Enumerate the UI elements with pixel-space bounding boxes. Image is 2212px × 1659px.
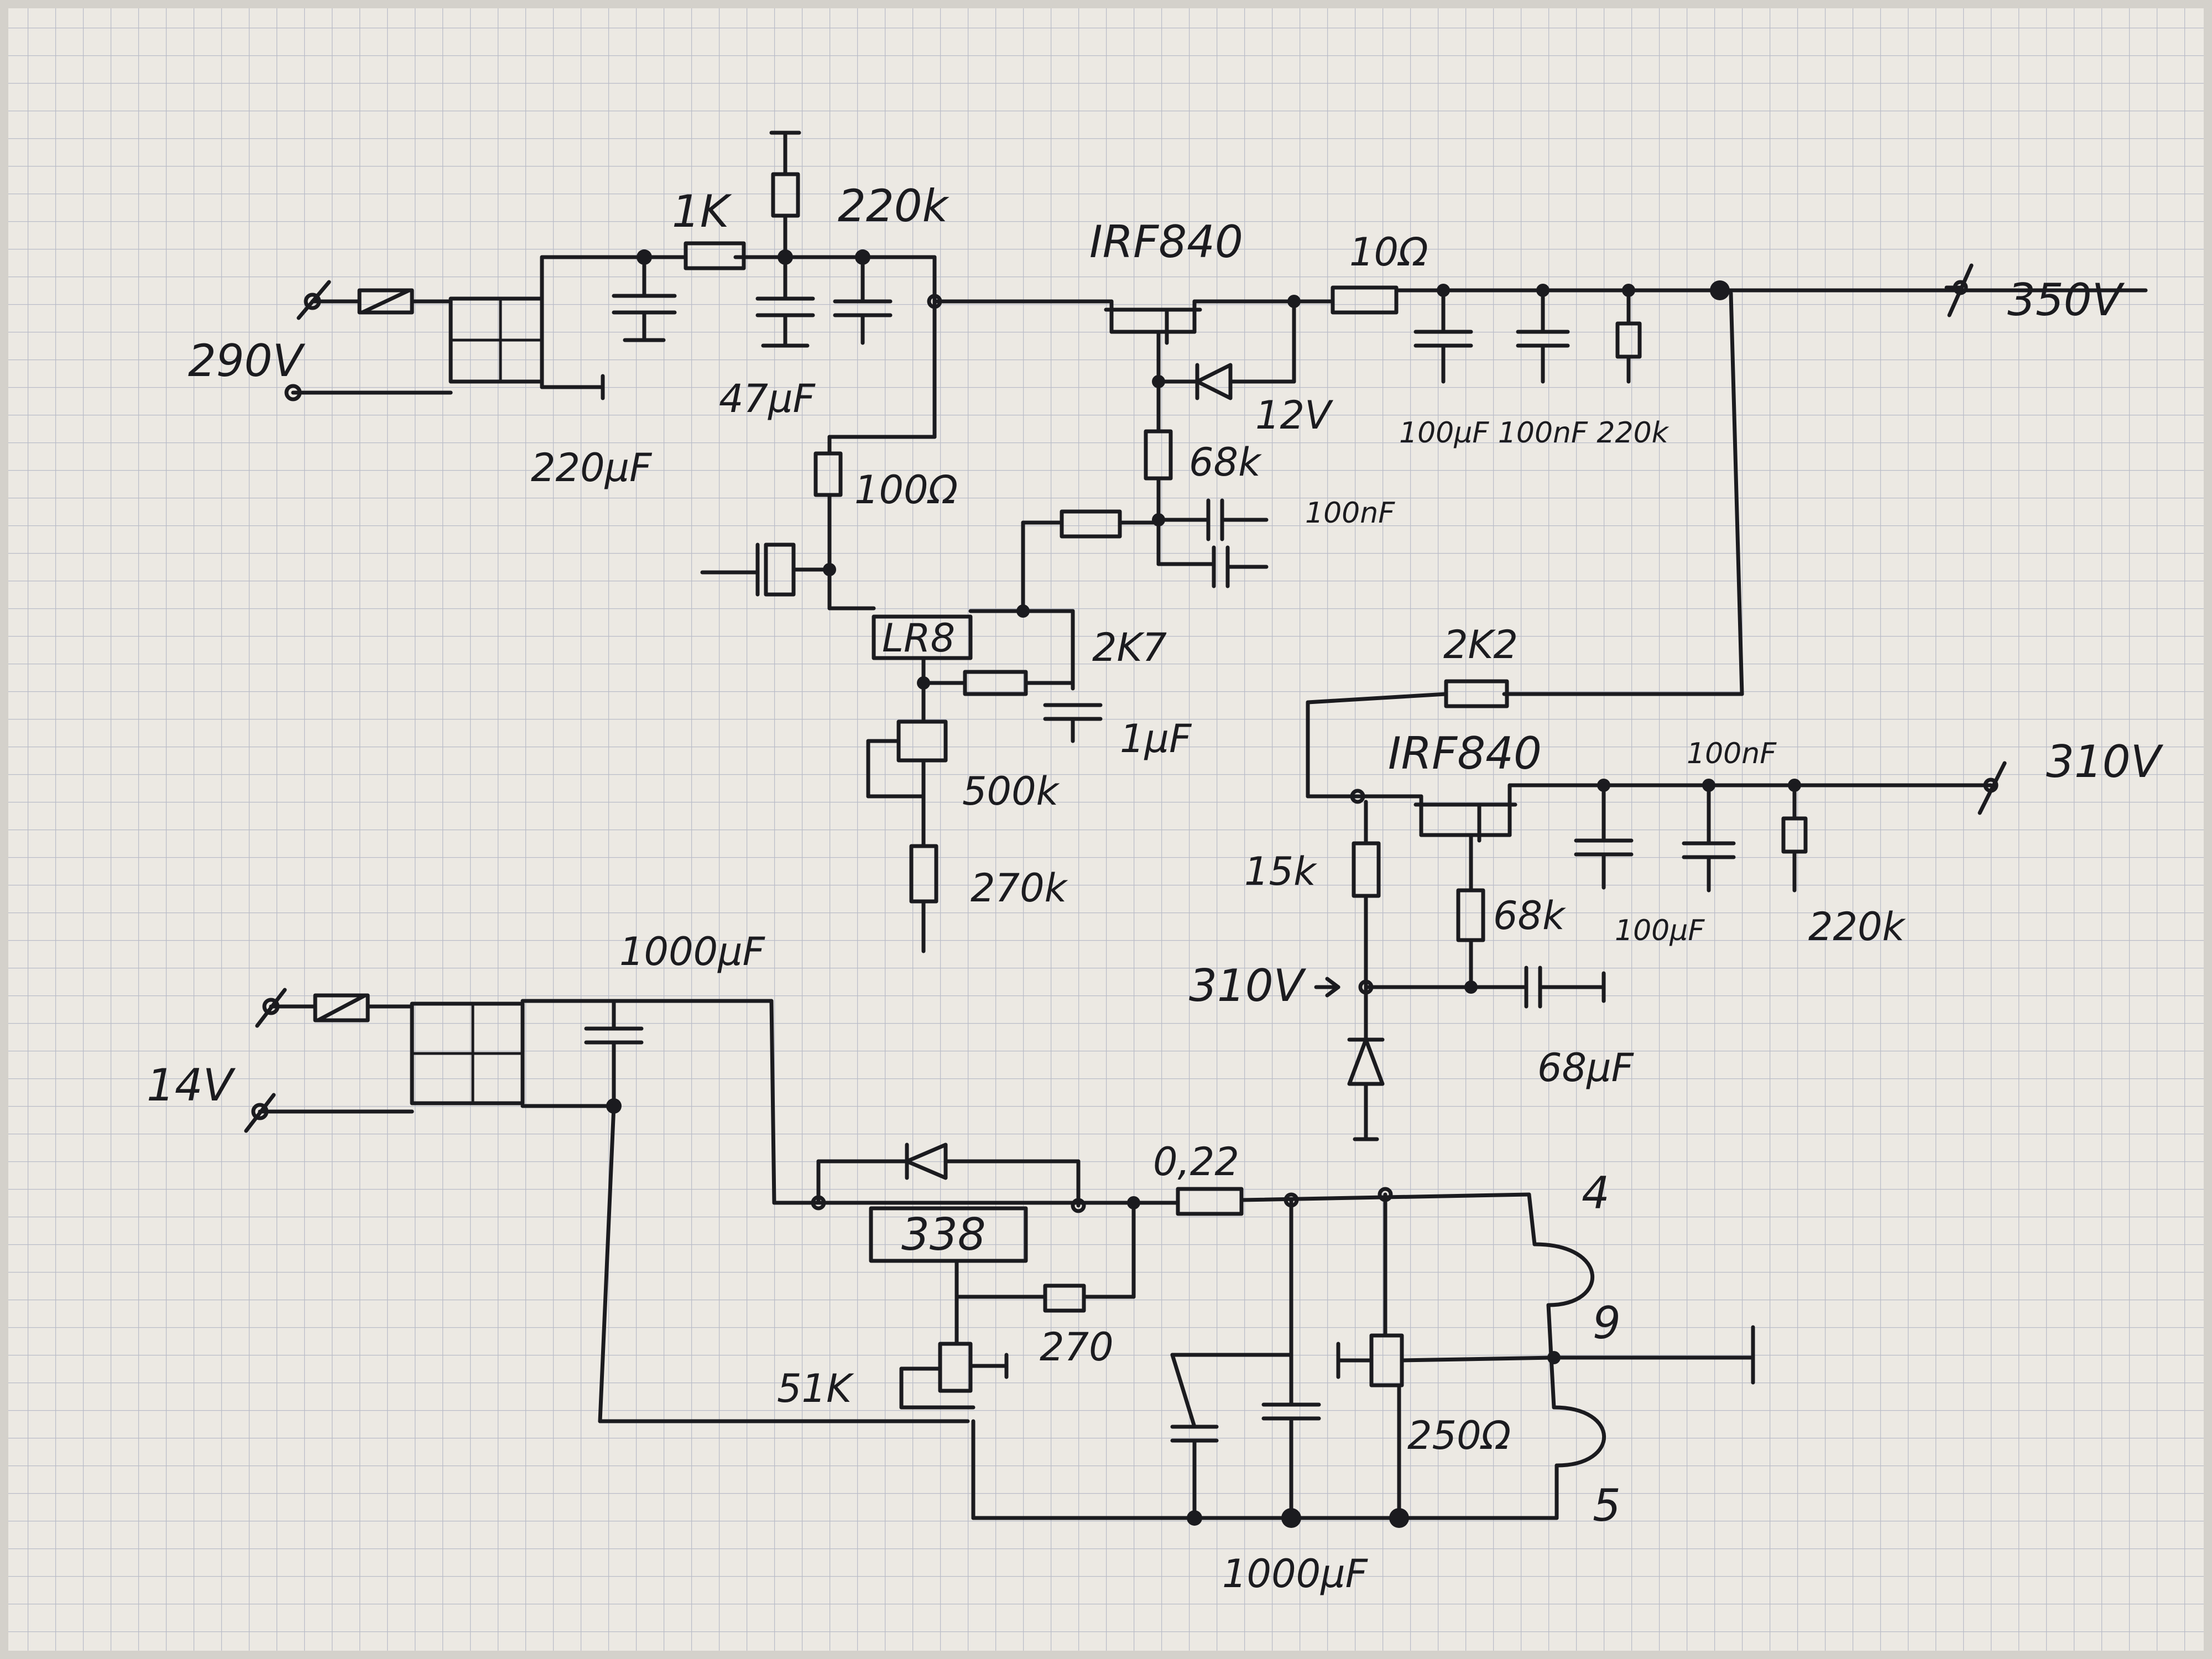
label-r-68k-bot: 68k [1493,893,1566,938]
component-labels: 1K 220k IRF840 10Ω 350V 290V 47µF 12V 22… [147,180,2164,1597]
label-v-310-arrow: 310V [1189,960,1307,1011]
label-r-220k-bot: 220k [1808,904,1906,950]
label-c-100nf-mid: 100nF [1305,497,1395,530]
label-v-14: 14V [147,1060,236,1111]
heater-winding-upper [1532,1242,1595,1307]
label-ic-irf840-bot: IRF840 [1388,728,1542,779]
label-pin-4: 4 [1582,1167,1610,1219]
label-c-220uf: 220µF [531,445,653,491]
label-c-100uf-bot: 100µF [1615,914,1705,947]
heater-winding-lower [1552,1405,1606,1468]
hv-upper-stage [284,131,2148,953]
label-v-290: 290V [188,335,306,387]
label-pin-5: 5 [1593,1480,1621,1531]
label-ic-338: 338 [901,1209,986,1260]
label-r-51k: 51K [777,1366,854,1411]
label-r-0-22: 0,22 [1153,1139,1239,1185]
label-r-2k7: 2K7 [1092,625,1167,670]
resistor-10r [1331,285,1399,315]
label-v-350: 350V [2007,274,2125,326]
label-r-500k: 500k [962,769,1060,814]
regulator-338 [869,1206,1028,1263]
label-r-2k2: 2K2 [1443,622,1518,667]
label-c-1000uf-bot: 1000µF [1222,1551,1369,1597]
label-c-1uf: 1µF [1120,716,1192,761]
label-r-68k-top: 68k [1189,440,1262,485]
label-c-100nf-bot: 100nF [1687,737,1777,770]
label-r-220k-top: 220k [838,180,950,232]
label-caps-row: 100µF 100nF 220k [1399,416,1670,450]
label-r-270: 270 [1040,1324,1114,1370]
label-z-12v: 12V [1255,393,1333,438]
label-r-1k: 1K [672,186,732,237]
label-c-1000uf-top: 1000µF [619,929,766,974]
label-ic-irf840-top: IRF840 [1089,216,1243,268]
hv-lower-stage [1306,679,2007,1141]
label-ic-lr8: LR8 [882,615,955,661]
label-r-250r: 250Ω [1407,1413,1511,1458]
label-v-310-right: 310V [2046,736,2164,787]
resistor-1k [684,241,746,270]
lv-stage [244,988,1755,1528]
label-r-100r: 100Ω [854,467,958,513]
label-c-68uf: 68µF [1537,1045,1635,1091]
label-r-15k: 15k [1244,849,1317,894]
label-r-270k: 270k [971,865,1068,911]
label-c-47uf: 47µF [719,376,816,421]
label-pin-9: 9 [1593,1297,1621,1349]
label-r-10r: 10Ω [1349,229,1428,275]
